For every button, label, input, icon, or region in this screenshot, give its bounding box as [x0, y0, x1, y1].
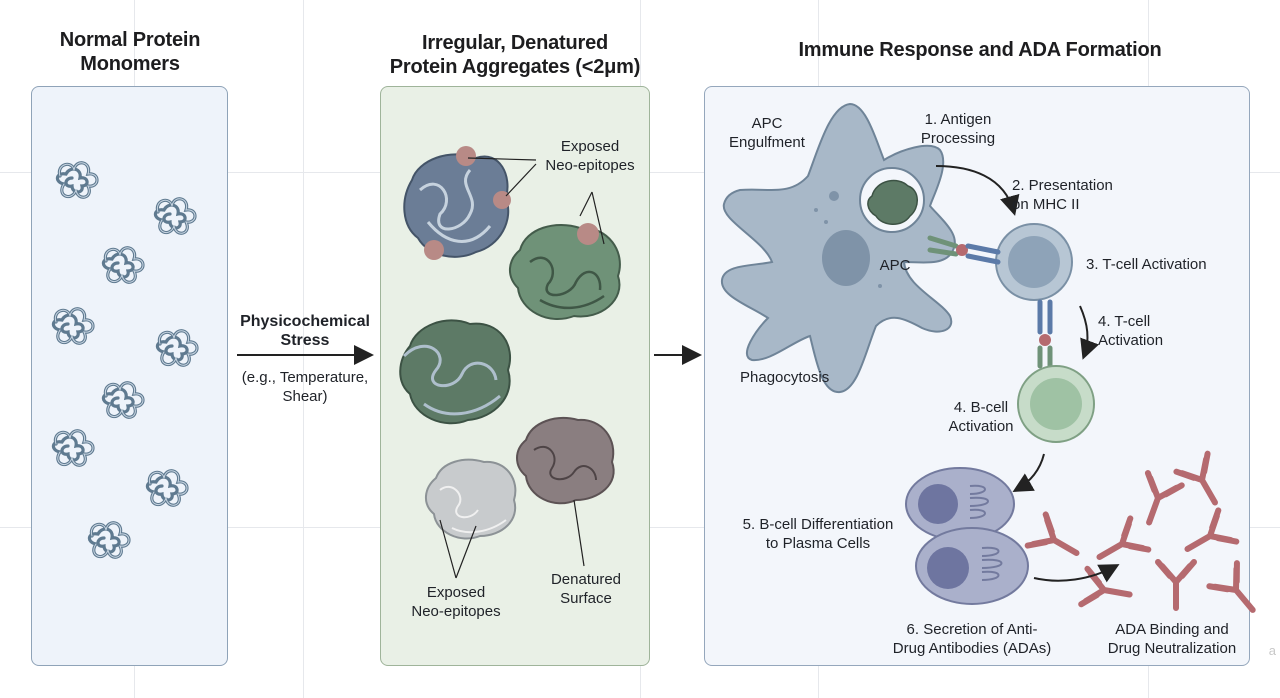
protein-monomer-icon [51, 161, 199, 559]
watermark: a [1268, 643, 1276, 658]
tcell-activation-label: 3. T-cell Activation [1086, 256, 1207, 273]
grid-line [303, 0, 304, 698]
stress-title: Physicochemical Stress [240, 313, 370, 349]
plasma-cell-icon [905, 467, 1029, 605]
b-cell-icon [1017, 365, 1095, 443]
mhc-complex-icon [927, 235, 1053, 369]
ada-secretion-label: 6. Secretion of Anti- Drug Antibodies (A… [892, 621, 1052, 657]
antigen-processing-label: 1. Antigen Processing [920, 111, 996, 147]
apc-cell-icon [720, 102, 956, 393]
antibody-icon [1028, 454, 1267, 622]
aggregates-title: Irregular, Denatured Protein Aggregates … [389, 32, 641, 78]
t-cell-icon [995, 223, 1073, 301]
denatured-surface-label: Denatured Surface [550, 571, 622, 607]
apc-label: APC [879, 257, 911, 274]
immune-title: Immune Response and ADA Formation [798, 39, 1162, 61]
phagocytosis-label: Phagocytosis [740, 369, 830, 386]
monomers-title: Normal Protein Monomers [59, 29, 201, 75]
aggregate-icon [399, 146, 621, 579]
exposed-neo-epitopes-label: Exposed Neo-epitopes [411, 584, 501, 620]
stress-example: (e.g., Temperature, Shear) [241, 369, 369, 405]
tcell-activation-2-label: 4. T-cell Activation [1098, 313, 1164, 349]
bcell-activation-label: 4. B-cell Activation [948, 399, 1014, 435]
ada-binding-label: ADA Binding and Drug Neutralization [1107, 621, 1237, 657]
presentation-label: 2. Presentation on MHC II [1012, 177, 1113, 213]
apc-engulfment-label: APC Engulfment [729, 115, 805, 151]
exposed-neo-epitopes-label: Exposed Neo-epitopes [545, 138, 635, 174]
bcell-differentiation-label: 5. B-cell Differentiation to Plasma Cell… [742, 516, 894, 552]
